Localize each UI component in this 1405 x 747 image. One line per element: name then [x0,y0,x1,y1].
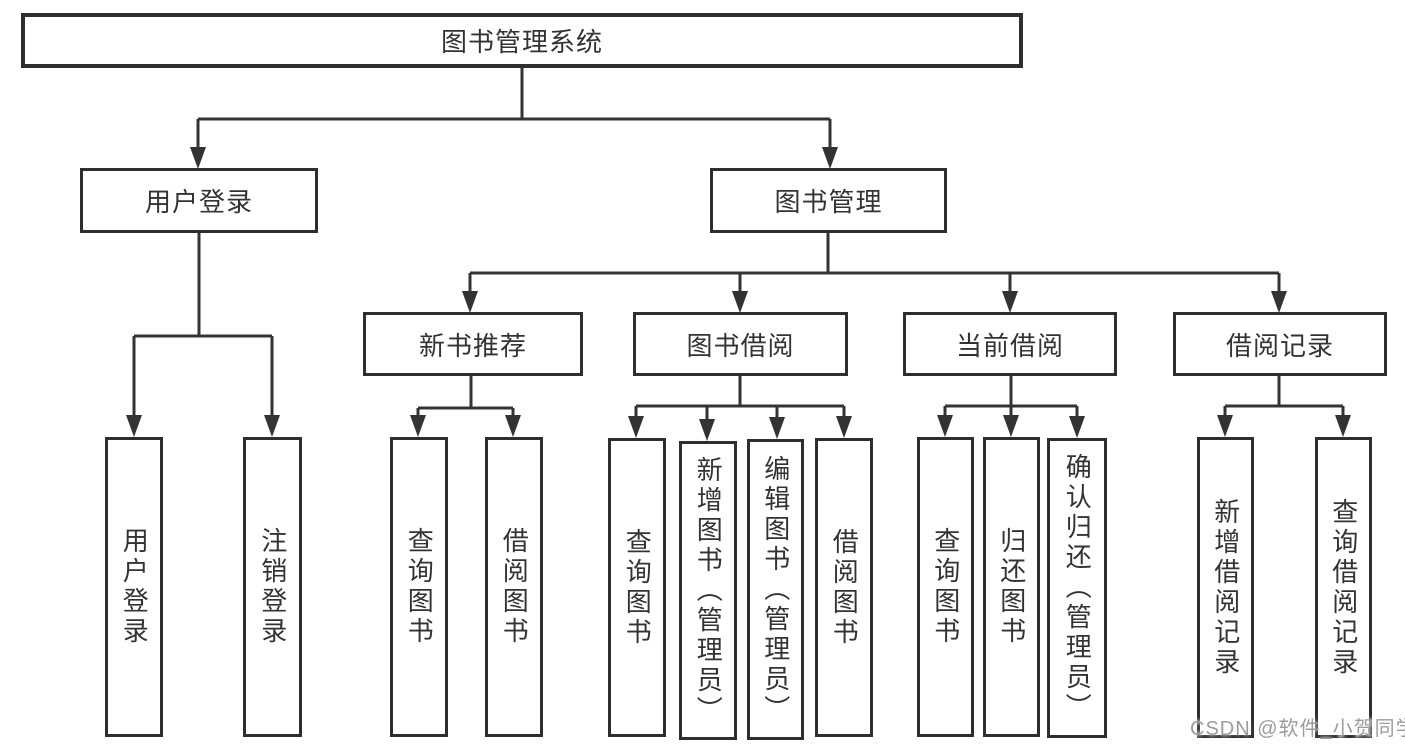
node-label: 用户登录 [144,187,253,217]
leaf-label: 查询图书 [404,527,435,647]
leaf-borrow-books-recommend: 借阅图书 [485,437,543,737]
leaf-add-books-admin: 新增图书（管理员） [679,441,737,740]
node-library-management-system: 图书管理系统 [21,13,1023,68]
arrowhead-icon [1271,291,1287,313]
leaf-label: 借阅图书 [499,527,530,647]
leaf-query-borrow-record: 查询借阅记录 [1315,437,1372,738]
node-book-management: 图书管理 [710,168,947,233]
arrowhead-icon [1003,415,1019,437]
node-book-borrowing: 图书借阅 [633,312,848,376]
node-label: 图书管理系统 [440,27,603,57]
leaf-label: 查询借阅记录 [1328,497,1359,678]
leaf-label: 编辑图书（管理员） [760,454,791,725]
arrowhead-icon [836,416,852,438]
leaf-query-books-borrowing: 查询图书 [608,438,666,737]
leaf-logout: 注销登录 [243,437,302,737]
node-current-borrowing: 当前借阅 [903,312,1117,376]
leaf-query-books-current: 查询图书 [917,437,974,737]
arrowhead-icon [1217,415,1233,437]
leaf-query-books-recommend: 查询图书 [390,437,448,737]
arrowhead-icon [628,416,644,438]
leaf-borrow-books: 借阅图书 [815,438,873,737]
node-label: 图书借阅 [686,330,795,361]
leaf-return-books: 归还图书 [983,437,1040,737]
arrowhead-icon [462,291,478,313]
arrowhead-icon [505,415,521,437]
arrowhead-icon [1335,415,1351,437]
leaf-label: 归还图书 [996,527,1027,647]
leaf-edit-books-admin: 编辑图书（管理员） [747,439,804,740]
leaf-label: 借阅图书 [829,527,860,648]
arrowhead-icon [937,415,953,437]
arrowhead-icon [410,415,426,437]
leaf-label: 新增借阅记录 [1210,497,1241,678]
leaf-label: 确认归还（管理员） [1062,453,1093,723]
node-label: 图书管理 [774,187,883,217]
leaf-add-borrow-record: 新增借阅记录 [1197,437,1254,738]
arrowhead-icon [1069,416,1085,438]
leaf-label: 注销登录 [257,527,288,647]
arrowhead-icon [822,147,838,169]
leaf-user-login: 用户登录 [105,437,163,737]
arrowhead-icon [699,419,715,441]
arrowhead-icon [190,147,206,169]
arrowhead-icon [769,417,785,439]
leaf-confirm-return-admin: 确认归还（管理员） [1047,438,1107,738]
csdn-watermark: CSDN @软件_小贺同学 [1190,718,1405,740]
leaf-label: 用户登录 [119,527,150,647]
arrowhead-icon [126,415,142,437]
leaf-label: 查询图书 [622,527,653,648]
node-borrowing-records: 借阅记录 [1173,312,1387,376]
node-label: 新书推荐 [418,330,527,361]
leaf-label: 查询图书 [930,527,961,647]
node-new-book-recommend: 新书推荐 [363,312,583,376]
connector-path [132,68,1345,422]
arrowhead-icon [264,415,280,437]
arrowhead-icon [1002,291,1018,313]
node-user-login: 用户登录 [80,168,318,233]
arrowhead-icon [732,291,748,313]
node-label: 借阅记录 [1225,330,1334,361]
node-label: 当前借阅 [955,330,1064,361]
arrowheads [126,147,1351,441]
leaf-label: 新增图书（管理员） [693,455,724,726]
